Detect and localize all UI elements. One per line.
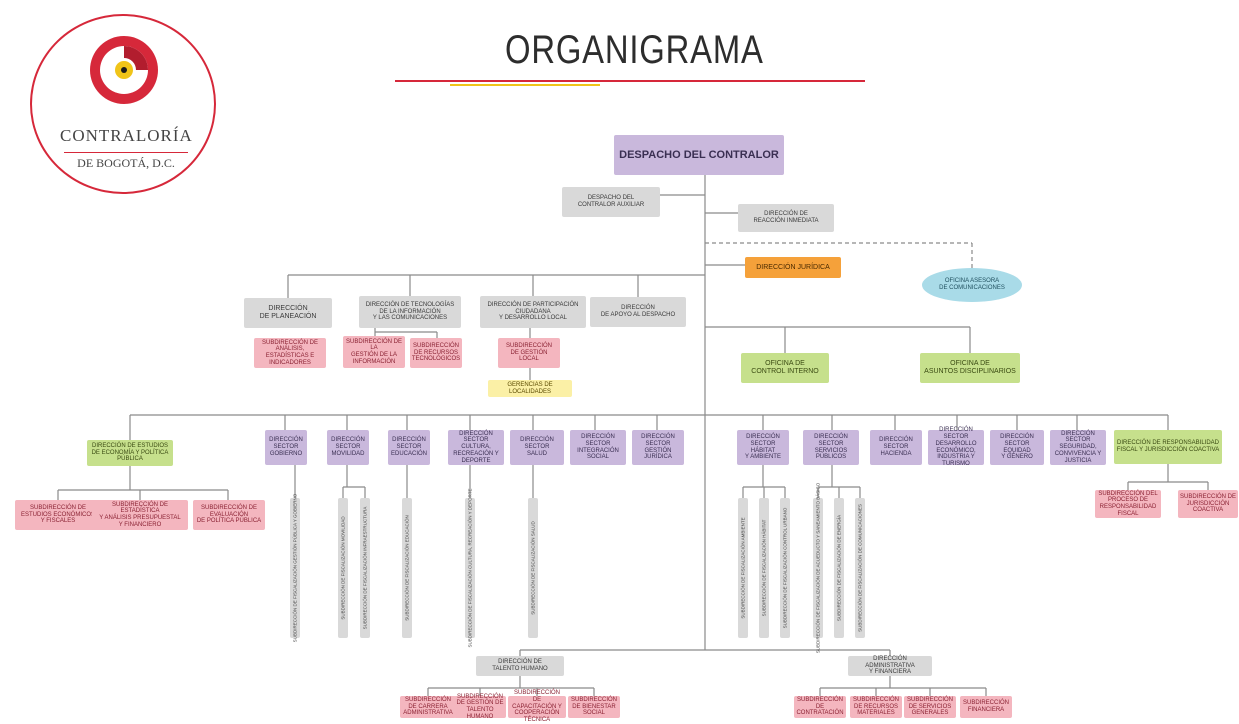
direccion-juridica-box[interactable]: DIRECCIÓN JURÍDICA — [745, 257, 841, 278]
asuntos-disciplinarios-box[interactable]: OFICINA DE ASUNTOS DISCIPLINARIOS — [920, 353, 1020, 383]
title-underline — [395, 80, 865, 82]
page-title: ORGANIGRAMA — [505, 28, 764, 72]
fiscalizacion-ambiente[interactable]: SUBDIRECCIÓN DE FISCALIZACIÓN AMBIENTE — [738, 498, 748, 638]
fiscalizacion-control-urbano[interactable]: SUBDIRECCIÓN DE FISCALIZACIÓN CONTROL UR… — [780, 498, 790, 638]
sector-habitat-box[interactable]: DIRECCIÓN SECTOR HÁBITAT Y AMBIENTE — [737, 430, 789, 465]
sector-servicios-publicos-box[interactable]: DIRECCIÓN SECTOR SERVICIOS PÚBLICOS — [803, 430, 859, 465]
fiscalizacion-comunicaciones[interactable]: SUBDIRECCIÓN DE FISCALIZACIÓN DE COMUNIC… — [855, 498, 865, 638]
fiscalizacion-infraestructura[interactable]: SUBDIRECCIÓN DE FISCALIZACIÓN INFRAESTRU… — [360, 498, 370, 638]
logo-name: CONTRALORÍA — [60, 126, 193, 145]
sector-cultura-box[interactable]: DIRECCIÓN SECTOR CULTURA, RECREACIÓN Y D… — [448, 430, 504, 465]
sector-hacienda-box[interactable]: DIRECCIÓN SECTOR HACIENDA — [870, 430, 922, 465]
reaccion-inmediata-box[interactable]: DIRECCIÓN DE REACCIÓN INMEDIATA — [738, 204, 834, 232]
administrativa-sub-2[interactable]: SUBDIRECCIÓN DE RECURSOS MATERIALES — [850, 696, 902, 718]
tic-box[interactable]: DIRECCIÓN DE TECNOLOGÍAS DE LA INFORMACI… — [359, 296, 461, 328]
sector-educacion-box[interactable]: DIRECCIÓN SECTOR EDUCACIÓN — [388, 430, 430, 465]
estudios-sub-3[interactable]: SUBDIRECCIÓN DE EVALUACIÓN DE POLÍTICA P… — [193, 500, 265, 530]
sector-integracion-social-box[interactable]: DIRECCIÓN SECTOR INTEGRACIÓN SOCIAL — [570, 430, 626, 465]
responsabilidad-fiscal-box[interactable]: DIRECCIÓN DE RESPONSABILIDAD FISCAL Y JU… — [1114, 430, 1222, 464]
gerencias-localidades-box[interactable]: GERENCIAS DE LOCALIDADES — [488, 380, 572, 397]
subdireccion-gestion-informacion-box[interactable]: SUBDIRECCIÓN DE LA GESTIÓN DE LA INFORMA… — [343, 336, 405, 368]
administrativa-sub-3[interactable]: SUBDIRECCIÓN DE SERVICIOS GENERALES — [904, 696, 956, 718]
participacion-box[interactable]: DIRECCIÓN DE PARTICIPACIÓN CIUDADANA Y D… — [480, 296, 586, 328]
despacho-auxiliar-box[interactable]: DESPACHO DEL CONTRALOR AUXILIAR — [562, 187, 660, 217]
sector-gestion-juridica-box[interactable]: DIRECCIÓN SECTOR GESTIÓN JURÍDICA — [632, 430, 684, 465]
sector-movilidad-box[interactable]: DIRECCIÓN SECTOR MOVILIDAD — [327, 430, 369, 465]
sector-gobierno-box[interactable]: DIRECCIÓN SECTOR GOBIERNO — [265, 430, 307, 465]
estudios-sub-2[interactable]: SUBDIRECCIÓN DE ESTADÍSTICA Y ANÁLISIS P… — [92, 500, 188, 530]
talento-sub-4[interactable]: SUBDIRECCIÓN DE BIENESTAR SOCIAL — [568, 696, 620, 718]
logo-subtitle: DE BOGOTÁ, D.C. — [64, 152, 188, 171]
talento-sub-3[interactable]: SUBDIRECCIÓN DE CAPACITACIÓN Y COOPERACI… — [508, 690, 566, 723]
subdireccion-analisis-box[interactable]: SUBDIRECCIÓN DE ANÁLISIS, ESTADÍSTICAS E… — [254, 338, 326, 368]
administrativa-sub-1[interactable]: SUBDIRECCIÓN DE CONTRATACIÓN — [794, 696, 846, 718]
talento-sub-1[interactable]: SUBDIRECCIÓN DE CARRERA ADMINISTRATIVA — [400, 696, 456, 718]
sector-salud-box[interactable]: DIRECCIÓN SECTOR SALUD — [510, 430, 564, 465]
fiscalizacion-movilidad[interactable]: SUBDIRECCIÓN DE FISCALIZACIÓN MOVILIDAD — [338, 498, 348, 638]
logo — [30, 14, 216, 194]
administrativa-financiera-box[interactable]: DIRECCIÓN ADMINISTRATIVA Y FINANCIERA — [848, 656, 932, 676]
title-accent-underline — [450, 84, 600, 86]
fiscalizacion-habitat[interactable]: SUBDIRECCIÓN DE FISCALIZACIÓN HÁBITAT — [759, 498, 769, 638]
subdireccion-gestion-local-box[interactable]: SUBDIRECCIÓN DE GESTIÓN LOCAL — [498, 338, 560, 368]
sector-seguridad-box[interactable]: DIRECCIÓN SECTOR SEGURIDAD, CONVIVENCIA … — [1050, 430, 1106, 465]
fiscalizacion-cultura[interactable]: SUBDIRECCIÓN DE FISCALIZACIÓN CULTURA, R… — [465, 489, 475, 647]
apoyo-despacho-box[interactable]: DIRECCIÓN DE APOYO AL DESPACHO — [590, 297, 686, 327]
responsabilidad-sub-1[interactable]: SUBDIRECCIÓN DEL PROCESO DE RESPONSABILI… — [1095, 490, 1161, 518]
subdireccion-recursos-tecnologicos-box[interactable]: SUBDIRECCIÓN DE RECURSOS TECNOLÓGICOS — [410, 338, 462, 368]
comunicaciones-box[interactable]: OFICINA ASESORA DE COMUNICACIONES — [922, 268, 1022, 302]
estudios-economia-box[interactable]: DIRECCIÓN DE ESTUDIOS DE ECONOMÍA Y POLÍ… — [87, 440, 173, 466]
control-interno-box[interactable]: OFICINA DE CONTROL INTERNO — [741, 353, 829, 383]
estudios-sub-1[interactable]: SUBDIRECCIÓN DE ESTUDIOS ECONÓMICOS Y FI… — [15, 500, 101, 530]
fiscalizacion-acueducto[interactable]: SUBDIRECCIÓN DE FISCALIZACIÓN DE ACUEDUC… — [813, 483, 823, 653]
sector-desarrollo-economico-box[interactable]: DIRECCIÓN SECTOR DESARROLLO ECONÓMICO, I… — [928, 427, 984, 467]
talento-sub-2[interactable]: SUBDIRECCIÓN DE GESTIÓN DE TALENTO HUMAN… — [454, 694, 506, 720]
talento-humano-box[interactable]: DIRECCIÓN DE TALENTO HUMANO — [476, 656, 564, 676]
sector-equidad-genero-box[interactable]: DIRECCIÓN SECTOR EQUIDAD Y GÉNERO — [990, 430, 1044, 465]
administrativa-sub-4[interactable]: SUBDIRECCIÓN FINANCIERA — [960, 696, 1012, 718]
fiscalizacion-educacion[interactable]: SUBDIRECCIÓN DE FISCALIZACIÓN EDUCACIÓN — [402, 498, 412, 638]
fiscalizacion-salud[interactable]: SUBDIRECCIÓN DE FISCALIZACIÓN SALUD — [528, 498, 538, 638]
fiscalizacion-energia[interactable]: SUBDIRECCIÓN DE FISCALIZACIÓN DE ENERGÍA — [834, 498, 844, 638]
planeacion-box[interactable]: DIRECCIÓN DE PLANEACIÓN — [244, 298, 332, 328]
fiscalizacion-gobierno[interactable]: SUBDIRECCIÓN DE FISCALIZACIÓN GESTIÓN PÚ… — [290, 494, 300, 642]
despacho-contralor-box[interactable]: DESPACHO DEL CONTRALOR — [614, 135, 784, 175]
contraloria-emblem-icon — [90, 36, 158, 104]
responsabilidad-sub-2[interactable]: SUBDIRECCIÓN DE JURISDICCIÓN COACTIVA — [1178, 490, 1238, 518]
